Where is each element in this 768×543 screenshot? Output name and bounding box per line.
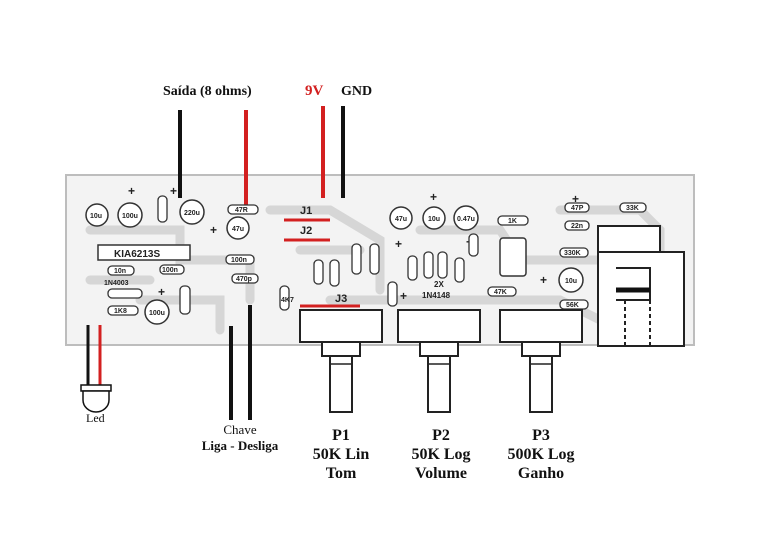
label-gnd: GND <box>341 84 372 99</box>
pot-p1 <box>299 309 383 413</box>
pot-labels: P1 50K Lin Tom P2 50K Log Volume P3 500K… <box>313 427 575 482</box>
led-icon <box>80 384 112 413</box>
cap-c5 <box>389 206 413 230</box>
res-470p-b <box>159 264 185 275</box>
svg-text:0.47u: 0.47u <box>457 216 475 223</box>
svg-text:10u: 10u <box>90 213 102 220</box>
vertical-components <box>157 195 479 315</box>
svg-text:220u: 220u <box>184 210 200 217</box>
res-47k <box>487 286 517 297</box>
svg-text:+: + <box>540 273 547 287</box>
label-led: Led <box>86 411 105 425</box>
res-330k <box>559 247 589 258</box>
capacitors <box>85 199 584 325</box>
pot-p1-id: P1 <box>332 427 350 444</box>
res-1n4003 <box>107 288 143 299</box>
ic-kia6213s <box>97 244 191 261</box>
svg-text:100u: 100u <box>122 213 138 220</box>
label-j2: J2 <box>300 225 312 237</box>
svg-text:+: + <box>395 237 402 251</box>
svg-text:330K: 330K <box>564 250 581 257</box>
cap-c4 <box>226 216 250 240</box>
label-saida: Saída (8 ohms) <box>163 84 252 99</box>
cap-c1 <box>85 203 109 227</box>
svg-text:47u: 47u <box>232 226 244 233</box>
res-100n <box>225 254 255 265</box>
svg-text:47P: 47P <box>571 205 584 212</box>
ic-opamp <box>499 237 527 277</box>
pot-p3-function: Ganho <box>518 465 564 482</box>
svg-text:10u: 10u <box>565 278 577 285</box>
svg-text:100n: 100n <box>231 257 247 264</box>
label-9v: 9V <box>305 83 324 99</box>
svg-text:100n: 100n <box>162 267 178 274</box>
svg-text:+: + <box>400 289 407 303</box>
svg-text:10n: 10n <box>114 268 126 275</box>
pot-p2 <box>397 309 481 413</box>
svg-text:100u: 100u <box>149 310 165 317</box>
pot-p1-value: 50K Lin <box>313 446 370 463</box>
input-jack <box>597 225 685 347</box>
cap-c3 <box>179 199 205 225</box>
svg-text:22n: 22n <box>571 223 583 230</box>
cap-c7 <box>453 205 479 231</box>
label-diodes-part: 1N4148 <box>422 291 451 300</box>
svg-text:+: + <box>128 184 135 198</box>
svg-text:33K: 33K <box>626 205 639 212</box>
component-value-labels: 10u 100u 220u 47u 47u 10u 0.47u 100u 10u… <box>90 205 639 317</box>
pot-p1-function: Tom <box>326 465 357 482</box>
res-33k <box>619 202 647 213</box>
svg-text:+: + <box>158 285 165 299</box>
cap-c8 <box>144 299 170 325</box>
svg-text:+: + <box>170 184 177 198</box>
svg-text:4K7: 4K7 <box>281 297 294 304</box>
label-ic: KIA6213S <box>114 249 160 260</box>
res-47r <box>227 204 259 215</box>
svg-text:47u: 47u <box>395 216 407 223</box>
pot-p3-value: 500K Log <box>507 446 574 463</box>
pot-p2-value: 50K Log <box>411 446 470 463</box>
res-47p <box>564 202 590 213</box>
res-10n <box>107 265 135 276</box>
res-470p-a <box>231 273 259 284</box>
svg-text:10u: 10u <box>428 216 440 223</box>
label-diodes-qty: 2X <box>434 280 444 289</box>
label-j1: J1 <box>300 205 312 217</box>
svg-text:+: + <box>572 192 579 206</box>
res-1k8 <box>107 305 139 316</box>
potentiometers <box>299 309 583 413</box>
svg-text:1K8: 1K8 <box>114 308 127 315</box>
res-22n <box>564 220 590 231</box>
cap-c6 <box>422 206 446 230</box>
pot-p2-function: Volume <box>415 465 467 482</box>
label-j3: J3 <box>335 293 347 305</box>
resistors <box>107 202 647 316</box>
svg-text:56K: 56K <box>566 302 579 309</box>
cap-c2 <box>117 202 143 228</box>
pot-p3 <box>499 309 583 413</box>
res-1k <box>497 215 529 226</box>
pot-p3-id: P3 <box>532 427 550 444</box>
label-chave-line1: Chave <box>223 422 256 437</box>
svg-text:47K: 47K <box>494 289 507 296</box>
svg-text:470p: 470p <box>236 276 252 283</box>
cap-c9 <box>558 267 584 293</box>
svg-text:47R: 47R <box>235 207 248 214</box>
label-1n4003: 1N4003 <box>104 280 129 287</box>
svg-text:1K: 1K <box>508 218 517 225</box>
pot-p2-id: P2 <box>432 427 450 444</box>
svg-text:+: + <box>430 190 437 204</box>
svg-text:+: + <box>210 223 217 237</box>
label-chave-line2: Liga - Desliga <box>202 438 279 453</box>
